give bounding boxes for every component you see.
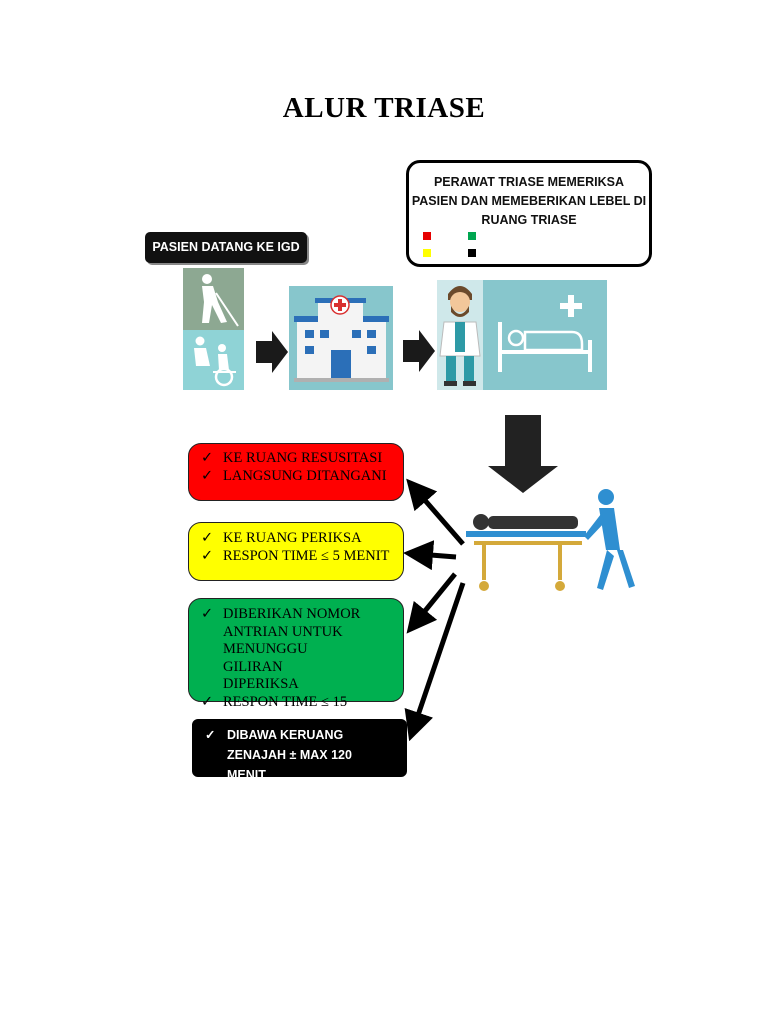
list-item: ✓ KE RUANG PERIKSA: [201, 530, 389, 548]
arrow-to-yellow: [403, 540, 457, 571]
list-item: ✓ DIBERIKAN NOMOR ANTRIAN UNTUK MENUNGGU …: [201, 606, 361, 694]
red-item-1: KE RUANG RESUSITASI: [223, 450, 383, 466]
check-icon: ✓: [205, 728, 216, 742]
yellow-item-2: RESPON TIME ≤ 5 MENIT: [223, 547, 390, 564]
green-label-key: [468, 232, 476, 240]
black-item-1: DIBAWA KERUANG ZENAJAH ± MAX 120 MENIT: [227, 728, 352, 782]
arrow-to-red: [406, 478, 465, 546]
arrow-to-black: [404, 582, 466, 742]
hospital-bed-icon: [483, 280, 607, 390]
arrow-down-icon: [488, 415, 558, 493]
callout-line-3: RUANG TRIASE: [481, 213, 577, 227]
yellow-label-key: [423, 249, 431, 257]
green-item-2: RESPON TIME ≤ 15: [223, 693, 348, 710]
callout-line-2: PASIEN DAN MEMEBERIKAN LEBEL DI: [411, 194, 647, 208]
triage-nurse-callout: PERAWAT TRIASE MEMERIKSA PASIEN DAN MEME…: [406, 160, 652, 267]
check-icon: ✓: [201, 547, 214, 564]
outcome-yellow: ✓ KE RUANG PERIKSA ✓ RESPON TIME ≤ 5 MENIT: [188, 522, 404, 581]
outcome-black: ✓ DIBAWA KERUANG ZENAJAH ± MAX 120 MENIT: [192, 719, 407, 782]
check-icon: ✓: [201, 693, 214, 710]
outcome-red: ✓ KE RUANG RESUSITASI ✓ LANGSUNG DITANGANI: [188, 443, 404, 501]
red-label-key: [423, 232, 431, 240]
hospital-building-icon: [289, 286, 393, 390]
callout-text: PERAWAT TRIASE MEMERIKSA PASIEN DAN MEME…: [409, 173, 649, 230]
arrow-right-icon: [256, 331, 288, 373]
arrow-right-icon: [403, 330, 435, 372]
green-item-1: DIBERIKAN NOMOR ANTRIAN UNTUK MENUNGGU G…: [223, 606, 361, 692]
outcome-green: ✓ DIBERIKAN NOMOR ANTRIAN UNTUK MENUNGGU …: [188, 598, 404, 710]
arrival-label: PASIEN DATANG KE IGD: [145, 232, 307, 263]
list-item: ✓ KE RUANG RESUSITASI: [201, 450, 387, 468]
callout-line-1: PERAWAT TRIASE MEMERIKSA: [433, 175, 625, 189]
list-item: ✓ LANGSUNG DITANGANI: [201, 468, 387, 486]
check-icon: ✓: [201, 530, 214, 546]
nurse-icon: [437, 280, 483, 390]
list-item: ✓ RESPON TIME ≤ 5 MENIT: [201, 548, 389, 566]
wheelchair-icon: [183, 330, 244, 390]
check-icon: ✓: [201, 467, 214, 484]
person-with-cane-icon: [183, 268, 244, 330]
check-icon: ✓: [201, 450, 214, 466]
black-label-key: [468, 249, 476, 257]
page-title: ALUR TRIASE: [282, 92, 486, 124]
list-item: ✓ DIBAWA KERUANG ZENAJAH ± MAX 120 MENIT: [205, 725, 380, 785]
stretcher-with-patient-icon: [466, 489, 635, 591]
list-item: ✓ RESPON TIME ≤ 15: [201, 694, 361, 712]
arrow-to-green: [406, 572, 457, 634]
red-item-2: LANGSUNG DITANGANI: [223, 467, 387, 484]
yellow-item-1: KE RUANG PERIKSA: [223, 530, 362, 546]
check-icon: ✓: [201, 606, 214, 622]
